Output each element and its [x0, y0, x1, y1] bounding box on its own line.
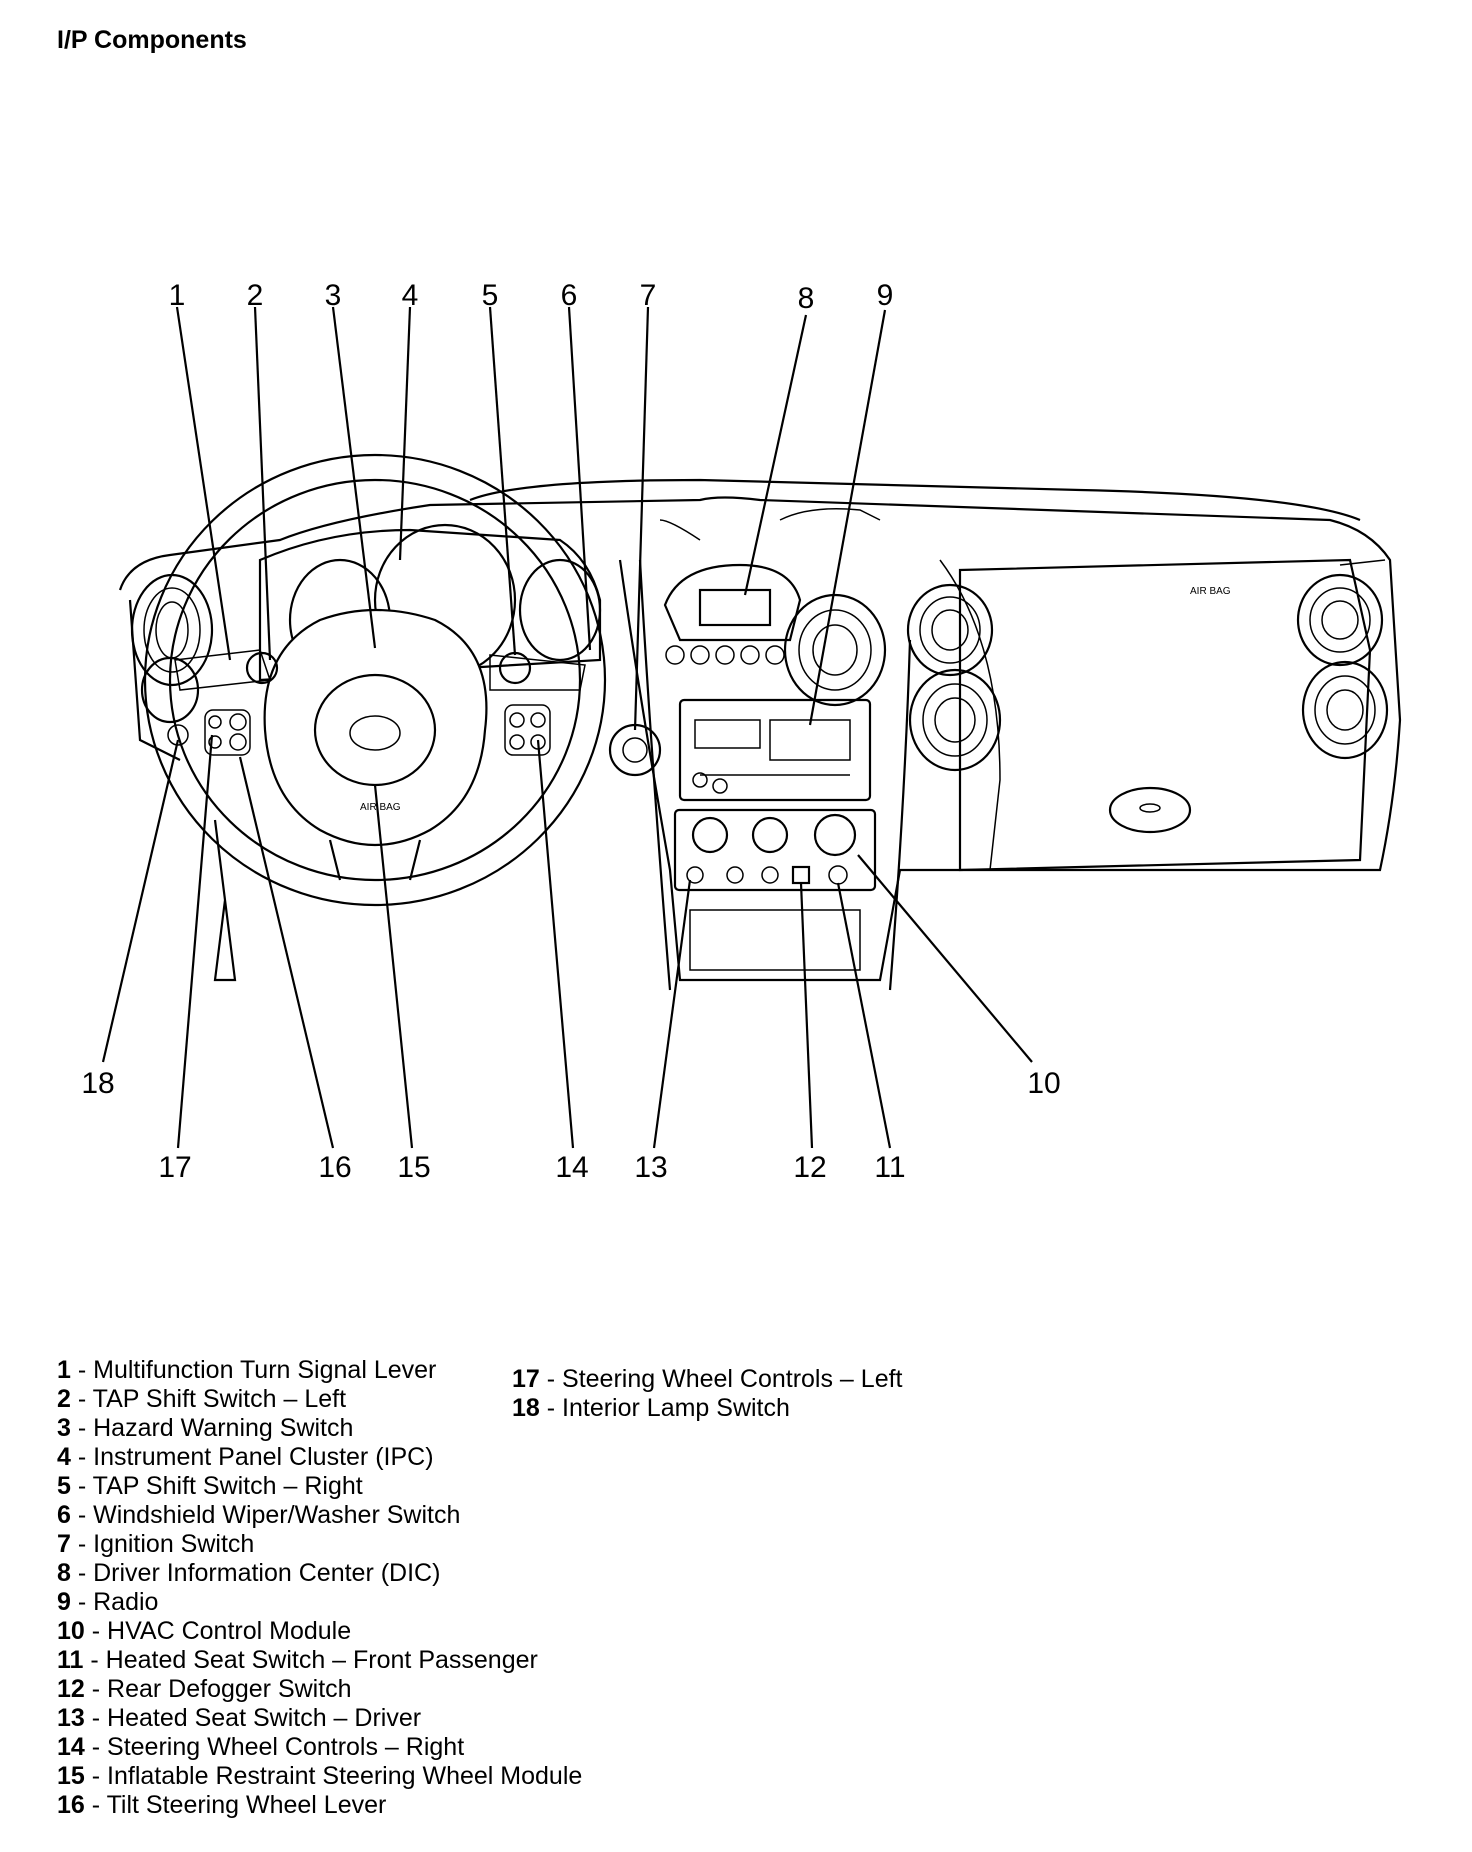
airbag-wheel-label: AIR BAG: [360, 802, 401, 813]
callout-14: 14: [555, 1151, 588, 1184]
hvac-control-module: [673, 808, 877, 892]
legend-item: 1 - Multifunction Turn Signal Lever: [57, 1356, 437, 1384]
callout-4: 4: [402, 279, 419, 312]
callout-9: 9: [877, 279, 894, 312]
legend-item: 2 - TAP Shift Switch – Left: [57, 1385, 347, 1413]
storage-bin: [689, 909, 861, 971]
callout-16: 16: [318, 1151, 351, 1184]
callout-numbers: 1 2 3 4 5 6 7 8 9 10 11 12 13 14 15 16 1…: [81, 279, 1060, 1184]
legend-item: 15 - Inflatable Restraint Steering Wheel…: [57, 1762, 583, 1790]
steering-wheel-controls-left: [204, 709, 251, 756]
callout-5: 5: [482, 279, 499, 312]
callout-6: 6: [561, 279, 578, 312]
passenger-vent-inner-lower: [908, 668, 1002, 772]
dashboard-body: [118, 478, 1402, 991]
page-title: I/P Components: [57, 26, 247, 54]
callout-13: 13: [634, 1151, 667, 1184]
legend-column-1: 1 - Multifunction Turn Signal Lever 2 - …: [57, 1356, 582, 1820]
legend-item: 7 - Ignition Switch: [57, 1530, 255, 1558]
legend-item: 13 - Heated Seat Switch – Driver: [57, 1704, 422, 1732]
steering-wheel-controls-right: [504, 704, 551, 756]
callout-8: 8: [798, 282, 815, 315]
legend-item: 11 - Heated Seat Switch – Front Passenge…: [57, 1646, 538, 1674]
callout-1: 1: [169, 279, 186, 312]
callout-15: 15: [397, 1151, 430, 1184]
legend-item: 5 - TAP Shift Switch – Right: [57, 1472, 363, 1500]
callout-3: 3: [325, 279, 342, 312]
legend-item: 8 - Driver Information Center (DIC): [57, 1559, 441, 1587]
legend-item: 3 - Hazard Warning Switch: [57, 1414, 354, 1442]
callout-11: 11: [874, 1151, 905, 1184]
interior-lamp-switch: [167, 724, 189, 746]
callout-18: 18: [81, 1067, 114, 1100]
callout-12: 12: [793, 1151, 826, 1184]
left-vent-upper: [130, 573, 214, 687]
legend-item: 4 - Instrument Panel Cluster (IPC): [57, 1443, 434, 1471]
center-vent: [783, 593, 887, 707]
steering-wheel: AIR BAG: [143, 453, 607, 982]
callout-17: 17: [158, 1151, 191, 1184]
passenger-vent-outer-upper: [1296, 573, 1384, 667]
legend-item: 14 - Steering Wheel Controls – Right: [57, 1733, 465, 1761]
legend-item: 17 - Steering Wheel Controls – Left: [512, 1365, 903, 1393]
callout-2: 2: [247, 279, 264, 312]
tap-shift-left: [245, 651, 279, 685]
legend-item: 9 - Radio: [57, 1588, 159, 1616]
legend-item: 16 - Tilt Steering Wheel Lever: [57, 1791, 387, 1819]
left-vent-lower: [140, 656, 200, 724]
legend-column-2: 17 - Steering Wheel Controls – Left 18 -…: [512, 1365, 903, 1423]
legend-item: 6 - Windshield Wiper/Washer Switch: [57, 1501, 461, 1529]
callout-10: 10: [1027, 1067, 1060, 1100]
passenger-vent-inner-upper: [906, 583, 994, 677]
legend-item: 10 - HVAC Control Module: [57, 1617, 352, 1645]
legend-item: 12 - Rear Defogger Switch: [57, 1675, 352, 1703]
radio: [678, 698, 872, 802]
callout-7: 7: [640, 279, 657, 312]
passenger-vent-outer-lower: [1301, 660, 1389, 760]
airbag-dash-label: AIR BAG: [1190, 586, 1231, 597]
driver-information-center: [663, 563, 802, 665]
leader-lines: [101, 306, 1033, 1149]
legend-item: 18 - Interior Lamp Switch: [512, 1394, 790, 1422]
